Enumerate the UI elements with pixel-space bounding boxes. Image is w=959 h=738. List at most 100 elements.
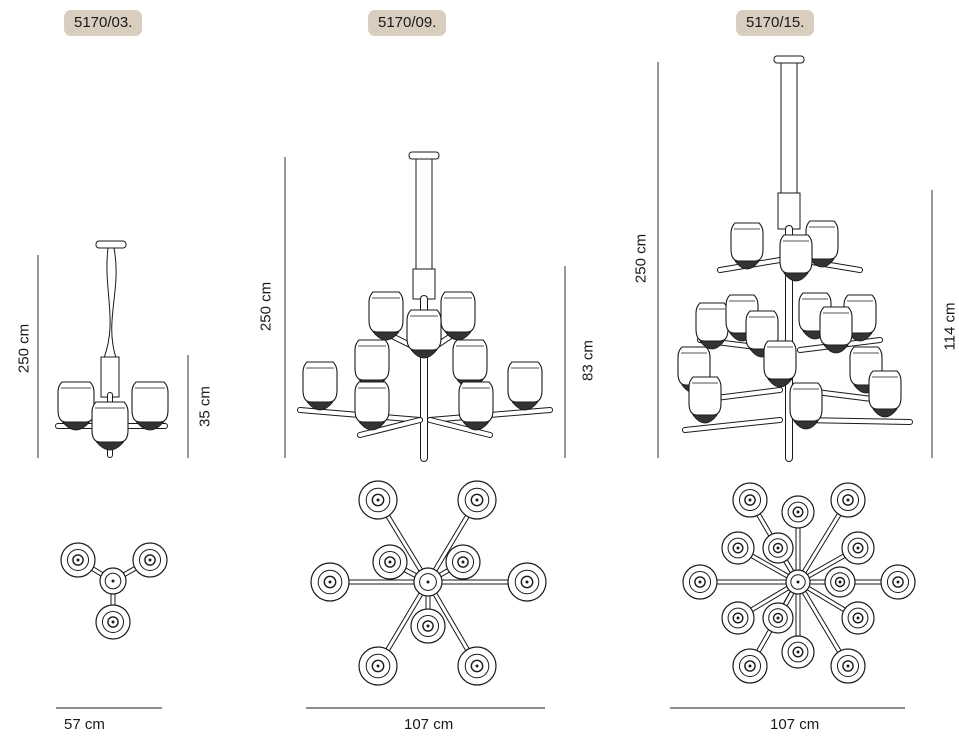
central-body	[412, 268, 436, 300]
lamp-cap	[511, 401, 539, 411]
ceiling-canopy	[95, 240, 127, 249]
glass-shade	[458, 381, 494, 431]
hub-dot	[111, 579, 115, 583]
lamp-center	[776, 546, 780, 550]
glass-shade	[406, 309, 442, 359]
lamp-center	[426, 624, 430, 628]
glass-shade	[688, 376, 722, 424]
lamp-center	[328, 580, 332, 584]
ceiling-canopy	[408, 151, 440, 160]
glass-shade	[868, 370, 902, 418]
suspension-rod	[415, 158, 433, 270]
glass-shade	[819, 306, 853, 354]
lamp-cap	[734, 260, 760, 270]
width-label-09: 107 cm	[404, 716, 454, 733]
lamp-cap	[783, 272, 809, 282]
lamp-plan	[781, 495, 815, 529]
glass-shade	[452, 339, 488, 389]
lamp-plan	[457, 480, 497, 520]
lamp-plan	[830, 648, 866, 684]
lamp-plan	[132, 542, 168, 578]
suspension-rod	[780, 62, 798, 194]
lamp-center	[846, 664, 850, 668]
glass-shade	[131, 381, 169, 431]
glass-shade	[507, 361, 543, 411]
lamp-cap	[358, 421, 386, 431]
arm	[683, 418, 782, 432]
lamp-center	[896, 580, 900, 584]
lamp-plan	[372, 544, 408, 580]
lamp-plan	[457, 646, 497, 686]
lamp-plan	[358, 646, 398, 686]
central-body	[777, 192, 801, 230]
hub-dot	[796, 580, 800, 584]
lamp-center	[856, 546, 860, 550]
lamp-plan	[841, 601, 875, 635]
lamp-center	[111, 620, 115, 624]
lamp-plan	[732, 482, 768, 518]
lamp-center	[76, 558, 80, 562]
lamp-center	[736, 616, 740, 620]
glass-shade	[91, 401, 129, 451]
lamp-center	[388, 560, 392, 564]
lamp-center	[838, 580, 842, 584]
width-label-15: 107 cm	[770, 716, 820, 733]
glass-shade	[354, 381, 390, 431]
lamp-plan	[781, 635, 815, 669]
glass-shade	[763, 340, 797, 388]
cable	[103, 247, 111, 359]
width-label-03: 57 cm	[64, 716, 105, 733]
central-body	[100, 356, 120, 398]
lamp-plan	[95, 604, 131, 640]
lamp-plan	[762, 532, 794, 564]
lamp-cap	[372, 331, 400, 341]
lamp-cap	[767, 378, 793, 388]
model-code-badge-09: 5170/09.	[368, 10, 447, 36]
glass-shade	[57, 381, 95, 431]
lamp-center	[856, 616, 860, 620]
arm	[428, 418, 492, 437]
cable	[111, 247, 117, 359]
hub-dot	[426, 580, 430, 584]
lamp-center	[846, 498, 850, 502]
lamp-center	[748, 498, 752, 502]
lamp-plan	[721, 531, 755, 565]
lamp-cap	[61, 421, 91, 431]
lamp-cap	[462, 421, 490, 431]
lamp-plan	[880, 564, 916, 600]
arm	[358, 418, 422, 437]
lamp-cap	[306, 401, 334, 411]
lamp-center	[698, 580, 702, 584]
glass-shade	[302, 361, 338, 411]
lamp-center	[796, 650, 800, 654]
lamp-center	[148, 558, 152, 562]
lamp-center	[796, 510, 800, 514]
lamp-plan	[358, 480, 398, 520]
glass-shade	[354, 339, 390, 389]
lamp-cap	[872, 408, 898, 418]
lamp-cap	[692, 414, 718, 424]
lamp-plan	[830, 482, 866, 518]
lamp-center	[461, 560, 465, 564]
lamp-plan	[60, 542, 96, 578]
lamp-plan	[824, 566, 856, 598]
lamp-plan	[410, 608, 446, 644]
lamp-center	[376, 498, 380, 502]
lamp-plan	[682, 564, 718, 600]
lamp-center	[475, 664, 479, 668]
lamp-plan	[841, 531, 875, 565]
lamp-plan	[445, 544, 481, 580]
lamp-center	[736, 546, 740, 550]
ceiling-canopy	[773, 55, 805, 64]
glass-shade	[779, 234, 813, 282]
model-code-badge-03: 5170/03.	[64, 10, 143, 36]
lamp-plan	[507, 562, 547, 602]
lamp-cap	[135, 421, 165, 431]
lamp-center	[475, 498, 479, 502]
lamp-plan	[310, 562, 350, 602]
lamp-plan	[721, 601, 755, 635]
glass-shade	[695, 302, 729, 350]
lamp-plan	[732, 648, 768, 684]
model-code-badge-15: 5170/15.	[736, 10, 815, 36]
